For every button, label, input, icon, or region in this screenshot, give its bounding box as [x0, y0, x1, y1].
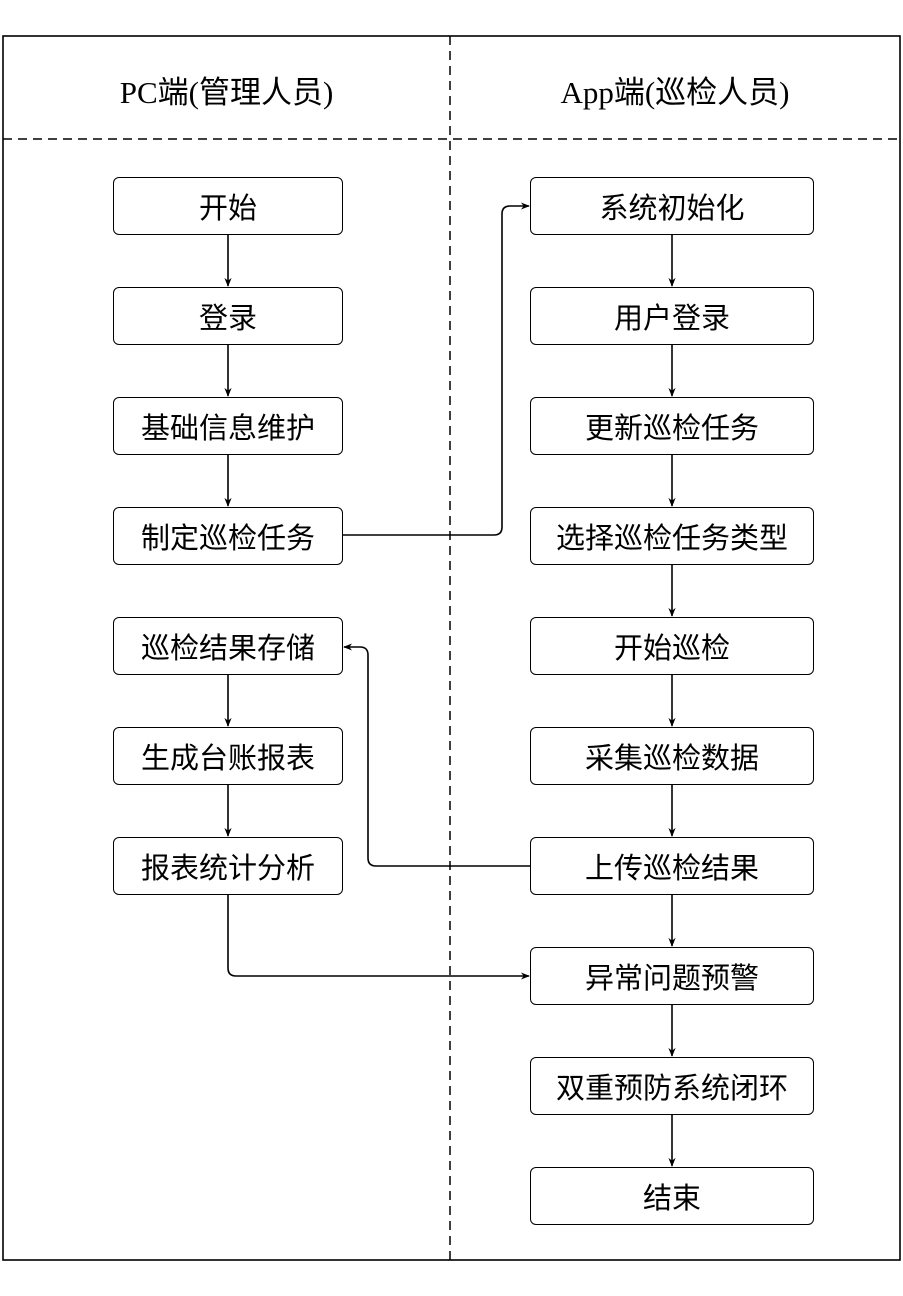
lane-title-app: App端(巡检人员): [560, 75, 790, 110]
lane-title-pc: PC端(管理人员): [119, 75, 334, 110]
step-end: 结束: [530, 1167, 814, 1225]
step-generate-report: 生成台账报表: [113, 727, 343, 785]
step-start: 开始: [113, 177, 343, 235]
outer-border: [2, 35, 901, 1261]
step-select-task-type: 选择巡检任务类型: [530, 507, 814, 565]
connector-upload-to-storage: [343, 643, 530, 867]
step-upload-results: 上传巡检结果: [530, 837, 814, 895]
step-update-task: 更新巡检任务: [530, 397, 814, 455]
step-report-analysis: 报表统计分析: [113, 837, 343, 895]
step-login: 登录: [113, 287, 343, 345]
step-system-init: 系统初始化: [530, 177, 814, 235]
connector-analysis-to-warning: [227, 895, 530, 980]
connector-task-to-init: [343, 202, 530, 536]
step-create-task: 制定巡检任务: [113, 507, 343, 565]
step-start-inspection: 开始巡检: [530, 617, 814, 675]
step-store-results: 巡检结果存储: [113, 617, 343, 675]
step-closed-loop: 双重预防系统闭环: [530, 1057, 814, 1115]
step-collect-data: 采集巡检数据: [530, 727, 814, 785]
step-basic-info: 基础信息维护: [113, 397, 343, 455]
step-user-login: 用户登录: [530, 287, 814, 345]
step-anomaly-warning: 异常问题预警: [530, 947, 814, 1005]
